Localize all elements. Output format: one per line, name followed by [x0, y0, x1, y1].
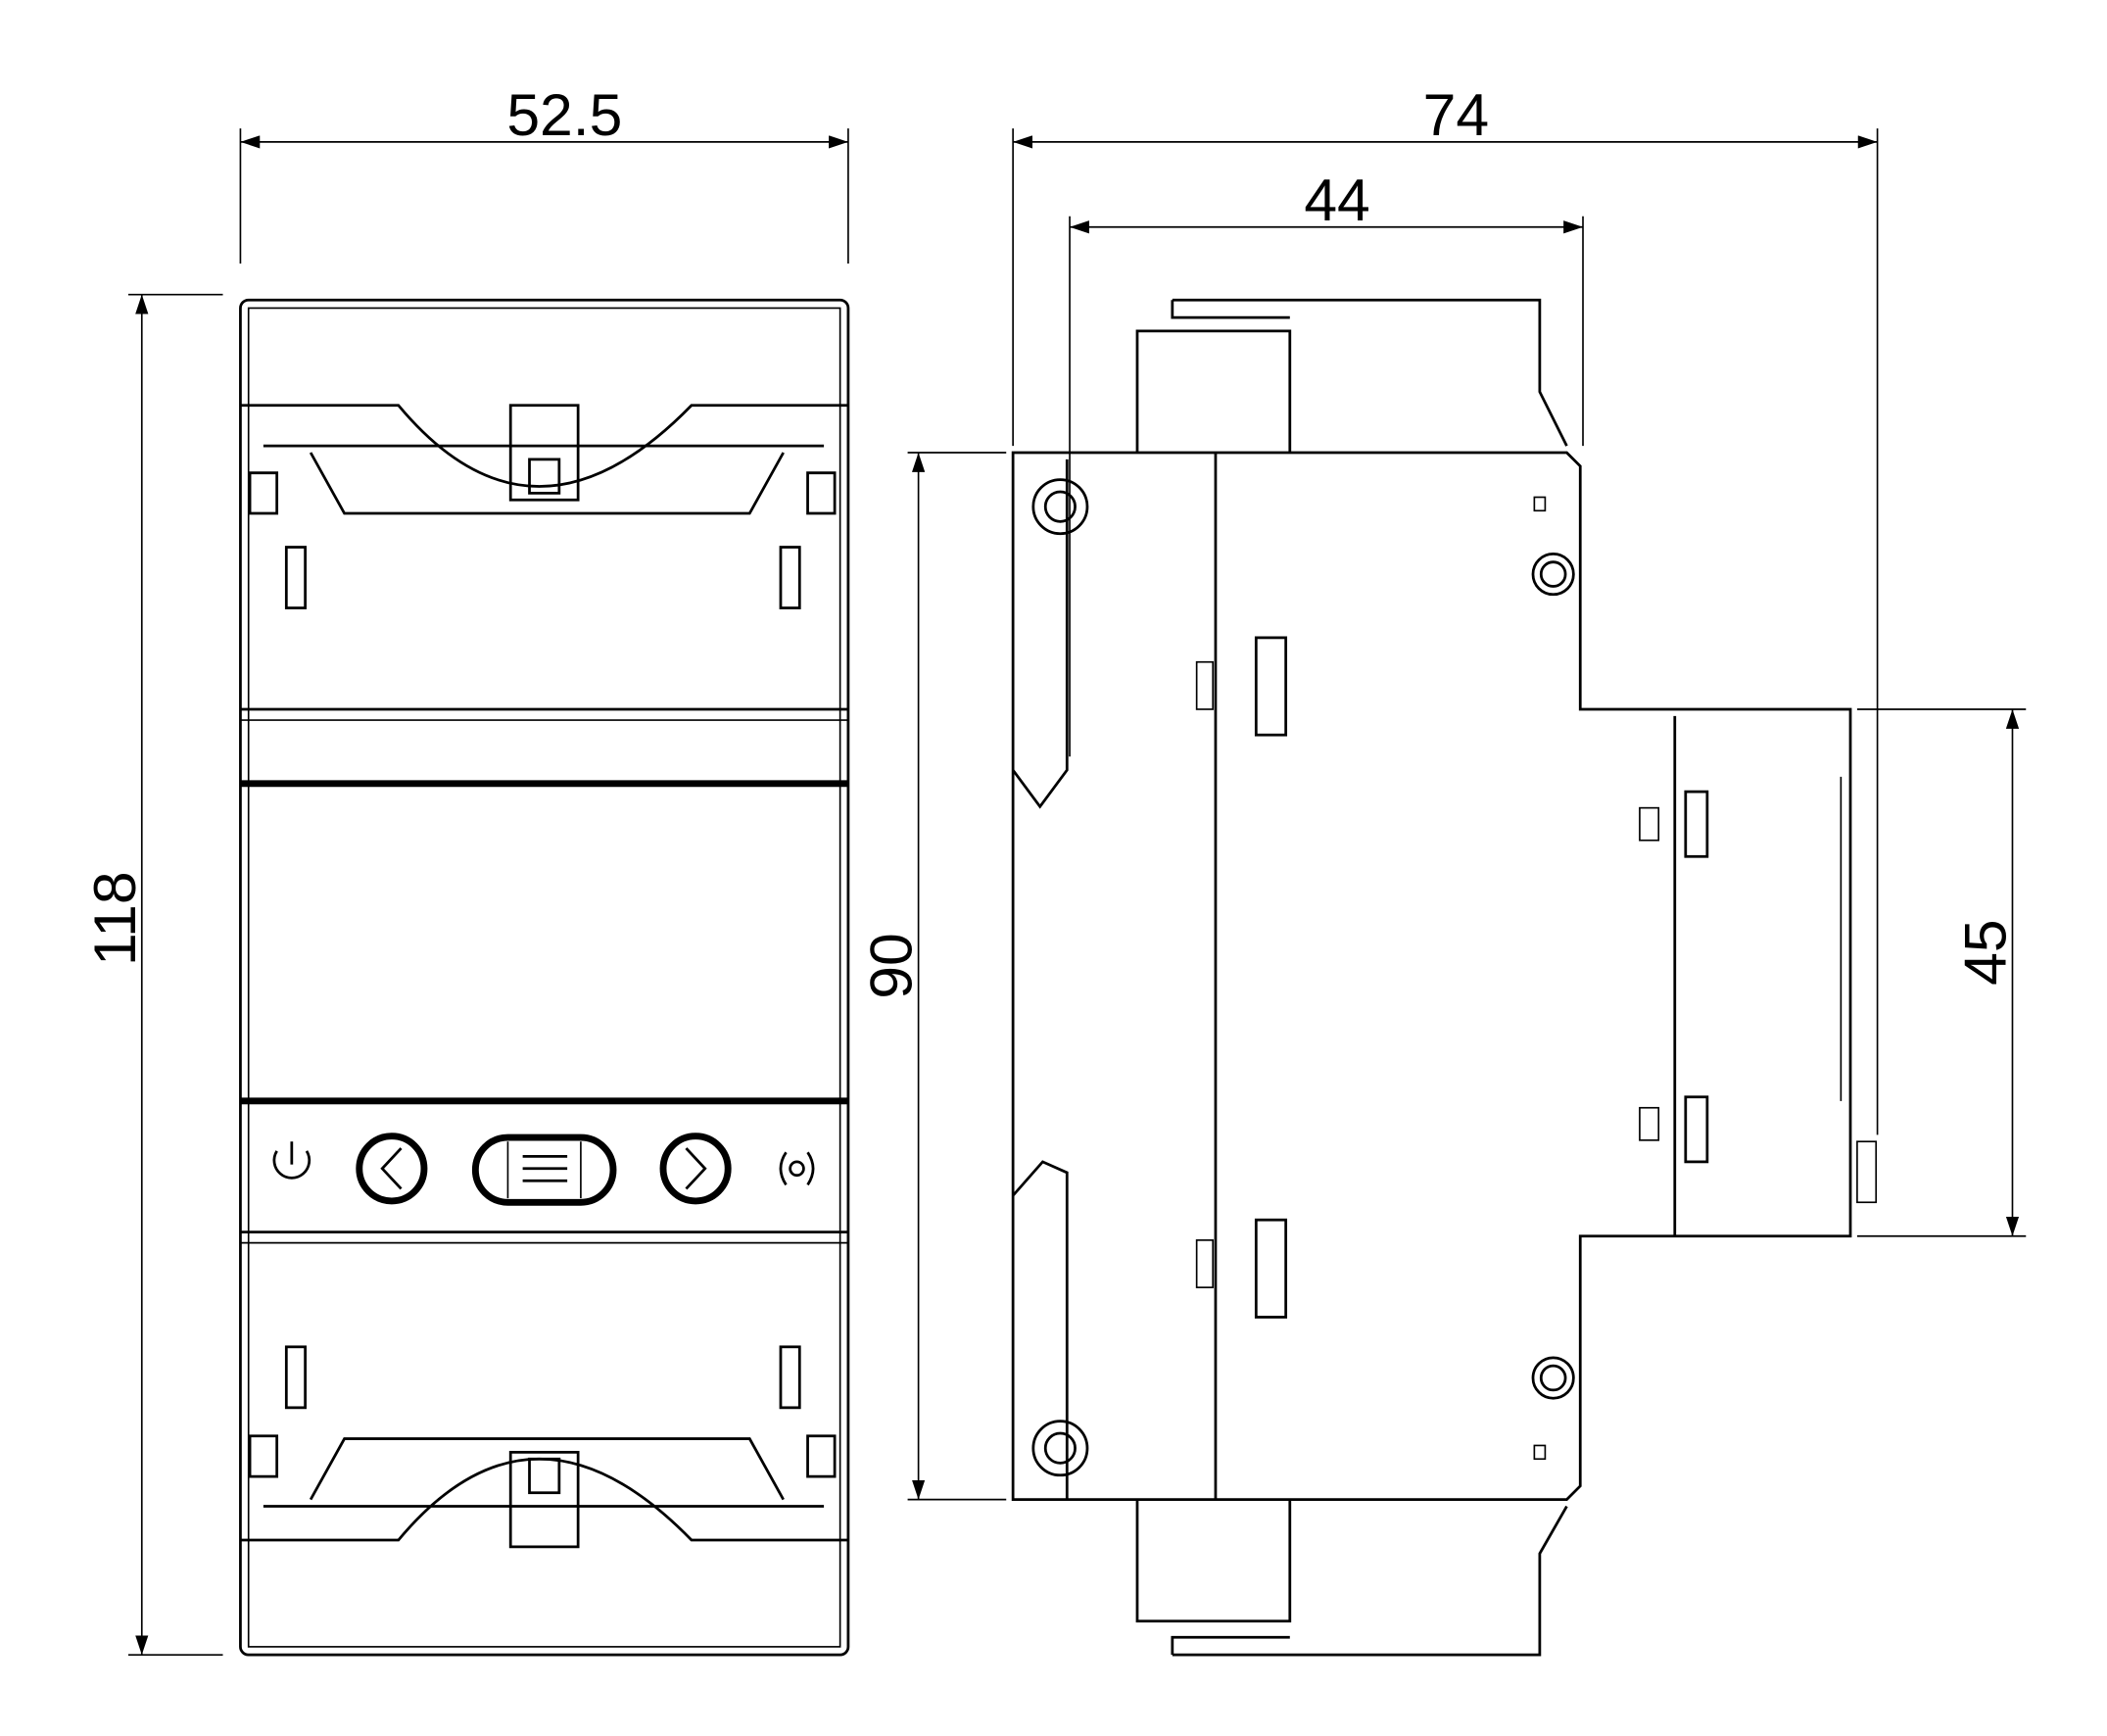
depth-total-label: 74	[1423, 81, 1489, 148]
dimension-depth-total: 74	[1012, 81, 1879, 1135]
dimension-depth-inner: 44	[1069, 167, 1584, 757]
dimension-width: 52.5	[239, 81, 849, 264]
dimension-height: 118	[81, 293, 223, 1657]
front-view	[239, 298, 850, 1657]
front-height-label: 45	[1952, 919, 2019, 985]
dimension-front-height: 45	[1856, 708, 2027, 1237]
height-label: 118	[81, 871, 148, 966]
left-button[interactable]	[356, 1133, 428, 1205]
dimension-body-height: 90	[858, 452, 1007, 1501]
right-button[interactable]	[659, 1133, 732, 1205]
body-height-label: 90	[858, 933, 925, 998]
width-label: 52.5	[506, 81, 622, 148]
side-view	[1011, 298, 1878, 1657]
menu-button[interactable]	[471, 1133, 617, 1206]
power-icon[interactable]	[272, 1141, 311, 1180]
signal-icon	[779, 1151, 815, 1186]
depth-inner-label: 44	[1304, 167, 1369, 233]
